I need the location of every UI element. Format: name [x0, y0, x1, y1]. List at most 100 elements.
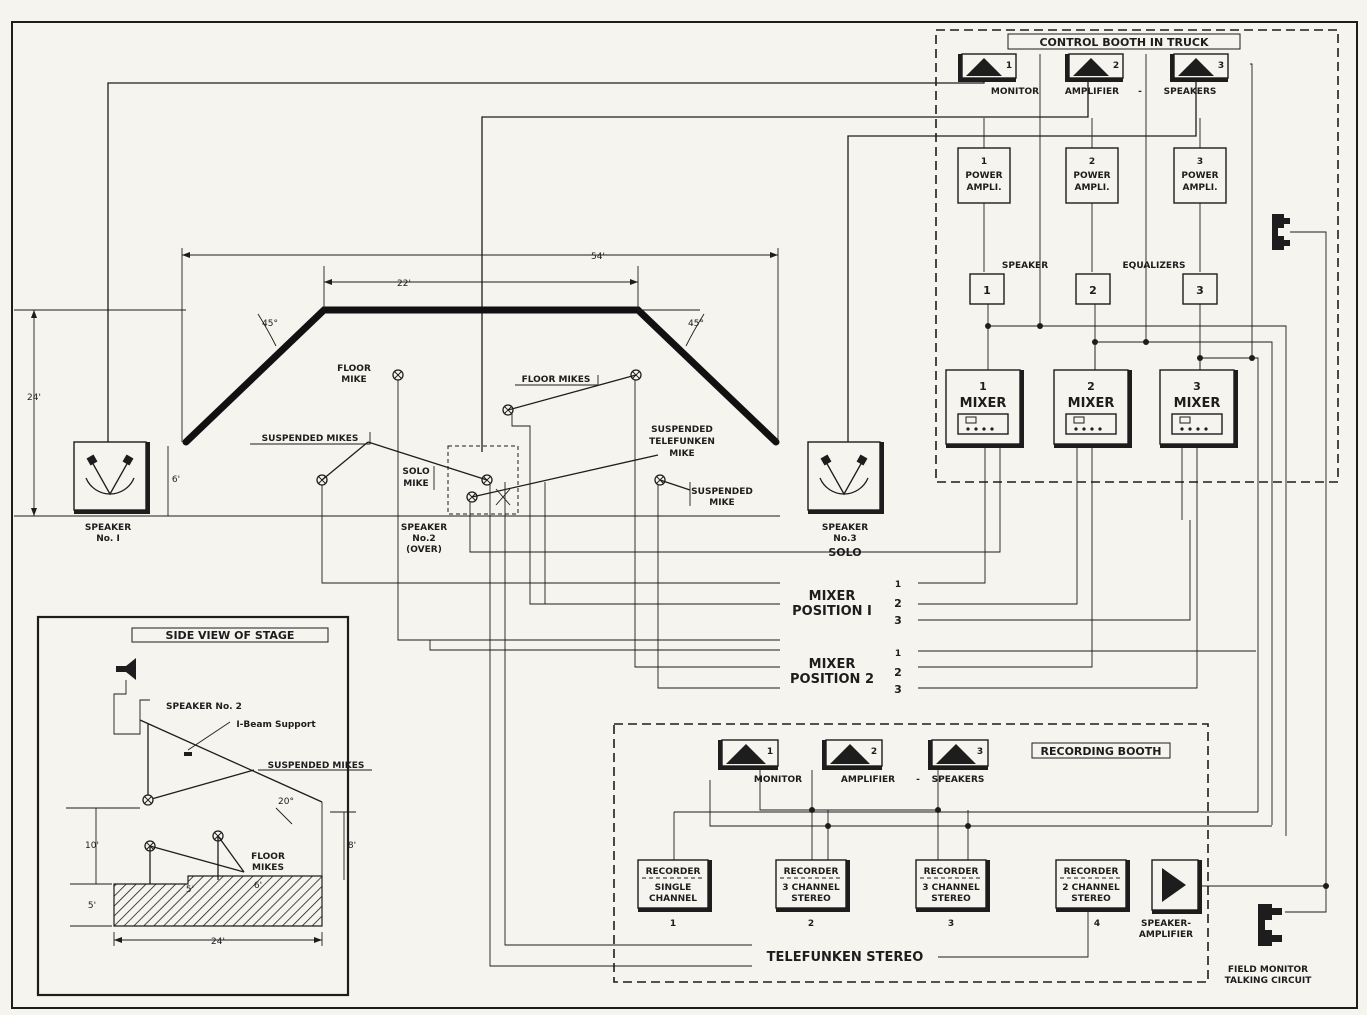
- svg-text:-: -: [1138, 87, 1142, 97]
- svg-text:3: 3: [1196, 284, 1204, 297]
- floor-mike-center: [392, 369, 404, 381]
- svg-text:SPEAKERS: SPEAKERS: [932, 775, 985, 785]
- speaker-eq-label: SPEAKER: [1002, 261, 1048, 271]
- svg-text:1: 1: [981, 157, 987, 167]
- svg-text:MIXER: MIXER: [809, 657, 856, 672]
- svg-text:SUSPENDED: SUSPENDED: [691, 487, 753, 497]
- equalizer-1: 1: [969, 273, 1005, 305]
- svg-text:6': 6': [172, 475, 180, 485]
- control-monitor-2: 2: [1065, 53, 1124, 82]
- svg-text:2: 2: [871, 747, 877, 757]
- svg-text:45°: 45°: [688, 319, 704, 329]
- recorder-3: RECORDER 3 CHANNEL STEREO 3: [915, 859, 990, 929]
- svg-text:54': 54': [591, 252, 605, 262]
- equalizer-2: 2: [1075, 273, 1111, 305]
- svg-text:SPEAKER-: SPEAKER-: [1141, 919, 1191, 929]
- field-monitor-label-1: FIELD MONITOR: [1228, 965, 1308, 975]
- svg-text:3 CHANNEL: 3 CHANNEL: [782, 883, 840, 893]
- recording-monitor-2: 2: [822, 739, 883, 770]
- svg-text:AMPLI.: AMPLI.: [1182, 183, 1217, 193]
- mixer-3: 3 MIXER: [1159, 369, 1238, 448]
- floor-mikes-label: FLOOR MIKES: [522, 375, 591, 385]
- control-speakers-label: SPEAKERS: [1164, 87, 1217, 97]
- svg-text:MIKE: MIKE: [669, 449, 694, 459]
- junction-dots: [809, 323, 1329, 889]
- recording-booth-title: RECORDING BOOTH: [1041, 745, 1162, 758]
- svg-text:2: 2: [1087, 380, 1095, 393]
- svg-text:2: 2: [894, 597, 902, 610]
- stage-plan: 54' 22' 24' 6' 45° 45°: [14, 248, 884, 559]
- field-monitor-label-2: TALKING CIRCUIT: [1225, 976, 1313, 986]
- svg-text:RECORDER: RECORDER: [646, 867, 701, 877]
- svg-text:3: 3: [948, 919, 954, 929]
- svg-text:2: 2: [1089, 284, 1097, 297]
- svg-text:SOLO: SOLO: [402, 467, 430, 477]
- svg-text:AMPLI.: AMPLI.: [966, 183, 1001, 193]
- svg-text:SUSPENDED MIKES: SUSPENDED MIKES: [268, 761, 365, 771]
- svg-text:STEREO: STEREO: [931, 894, 971, 904]
- svg-text:MIXER: MIXER: [1068, 396, 1115, 411]
- control-monitor-label: MONITOR: [991, 87, 1039, 97]
- field-monitor-telephone-icon: [1258, 904, 1282, 946]
- svg-text:1: 1: [895, 580, 901, 590]
- mixer-1: 1 MIXER: [945, 369, 1024, 448]
- svg-text:2: 2: [1089, 157, 1095, 167]
- svg-text:MIKES: MIKES: [252, 863, 284, 873]
- svg-text:1: 1: [983, 284, 991, 297]
- svg-text:24': 24': [211, 937, 225, 947]
- svg-text:MONITOR: MONITOR: [754, 775, 802, 785]
- outer-frame: [11, 21, 1358, 1009]
- svg-text:2: 2: [1113, 61, 1119, 71]
- svg-text:4: 4: [1094, 919, 1100, 929]
- svg-text:8': 8': [348, 841, 356, 851]
- control-booth-title: CONTROL BOOTH IN TRUCK: [1039, 36, 1209, 49]
- side-view-of-stage: SIDE VIEW OF STAGE SPEAKER No. 2 I-Beam …: [36, 615, 372, 997]
- svg-text:POWER: POWER: [1073, 171, 1110, 181]
- svg-text:1: 1: [670, 919, 676, 929]
- svg-text:45°: 45°: [262, 319, 278, 329]
- svg-text:MIXER: MIXER: [809, 589, 856, 604]
- recording-monitor-1: 1: [718, 739, 779, 770]
- svg-text:(OVER): (OVER): [406, 545, 442, 555]
- svg-text:AMPLIFIER: AMPLIFIER: [1139, 930, 1193, 940]
- speaker-3-icon: [807, 441, 884, 514]
- mixer-position-2: MIXER POSITION 2 1 2 3: [790, 649, 902, 696]
- svg-text:MIKE: MIKE: [709, 498, 734, 508]
- recorder-1: RECORDER SINGLE CHANNEL 1: [637, 859, 712, 929]
- speaker-1-icon: [73, 441, 150, 514]
- svg-text:3: 3: [977, 747, 983, 757]
- suspended-mikes-label: SUSPENDED MIKES: [262, 434, 359, 444]
- power-amp-2: 2 POWER AMPLI.: [1065, 147, 1119, 204]
- svg-text:AMPLI.: AMPLI.: [1074, 183, 1109, 193]
- control-monitor-1: 1: [958, 53, 1017, 82]
- svg-text:2 CHANNEL: 2 CHANNEL: [1062, 883, 1120, 893]
- power-amp-3: 3 POWER AMPLI.: [1173, 147, 1227, 204]
- svg-text:FLOOR: FLOOR: [251, 852, 285, 862]
- svg-text:22': 22': [397, 279, 411, 289]
- telephone-icon: [1272, 214, 1290, 250]
- svg-text:AMPLIFIER: AMPLIFIER: [841, 775, 895, 785]
- control-amplifier-label: AMPLIFIER: [1065, 87, 1119, 97]
- recorder-2: RECORDER 3 CHANNEL STEREO 2: [775, 859, 850, 929]
- svg-text:SPEAKER: SPEAKER: [85, 523, 131, 533]
- svg-text:1: 1: [979, 380, 987, 393]
- svg-text:3: 3: [894, 683, 902, 696]
- svg-text:RECORDER: RECORDER: [784, 867, 839, 877]
- floor-mike-label-2: MIKE: [341, 375, 366, 385]
- solo-label: SOLO: [828, 546, 861, 559]
- svg-text:1: 1: [1006, 61, 1012, 71]
- control-monitor-3: 3: [1170, 53, 1229, 82]
- mixer-2: 2 MIXER: [1053, 369, 1132, 448]
- svg-text:SPEAKER: SPEAKER: [822, 523, 868, 533]
- svg-text:No. I: No. I: [96, 534, 120, 544]
- recorder-4: RECORDER 2 CHANNEL STEREO 4: [1055, 859, 1130, 929]
- svg-text:POSITION I: POSITION I: [792, 604, 872, 619]
- svg-text:STEREO: STEREO: [1071, 894, 1111, 904]
- svg-text:CHANNEL: CHANNEL: [649, 894, 697, 904]
- recording-booth: RECORDING BOOTH 1 2 3 MONITOR AMPLIFIER …: [613, 723, 1209, 983]
- equalizer-3: 3: [1182, 273, 1218, 305]
- svg-text:SPEAKER No. 2: SPEAKER No. 2: [166, 702, 242, 712]
- svg-text:MIKE: MIKE: [403, 479, 428, 489]
- svg-text:SUSPENDED: SUSPENDED: [651, 425, 713, 435]
